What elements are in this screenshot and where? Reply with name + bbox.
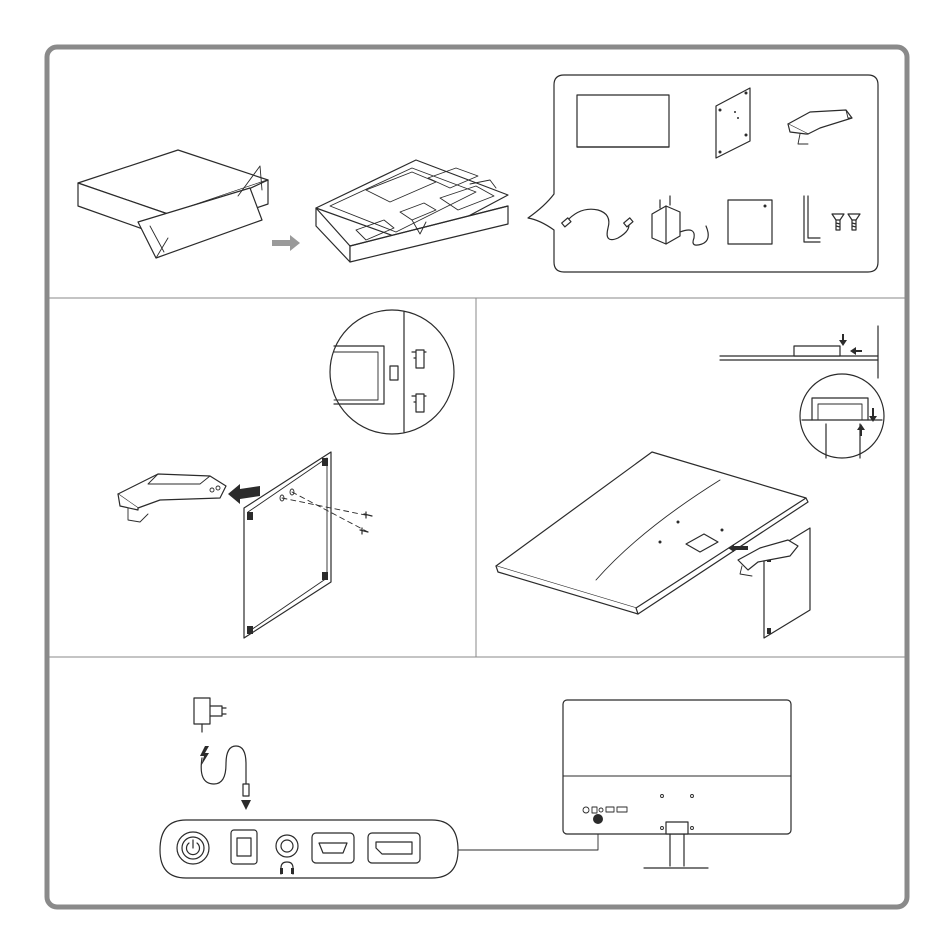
dc-in-icon[interactable] (231, 830, 257, 864)
displayport-icon[interactable] (368, 833, 420, 863)
monitor-panel-icon (577, 95, 669, 147)
hdmi-port-icon[interactable] (312, 833, 354, 863)
magnified-detail-icon (800, 374, 884, 458)
port-callout-dot (593, 814, 603, 824)
port-panel (160, 820, 458, 878)
power-icon[interactable] (177, 832, 209, 864)
cable-plug (243, 784, 249, 796)
magnified-detail-icon (330, 310, 454, 434)
manual-icon (728, 200, 772, 244)
